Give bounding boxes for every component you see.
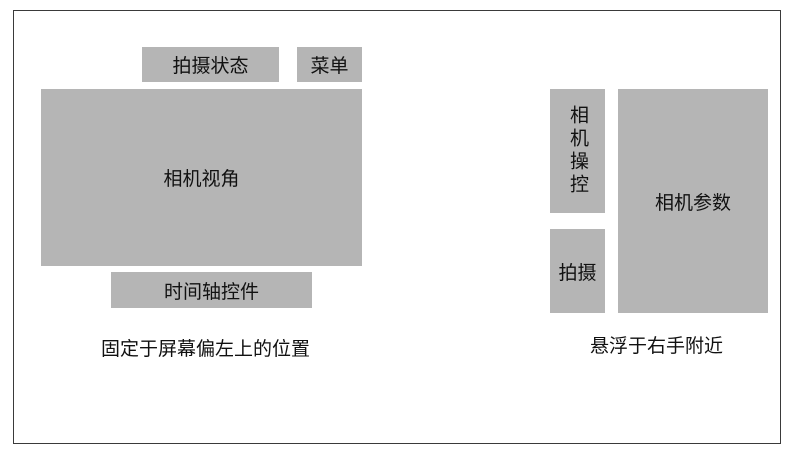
shoot-box: 拍摄 <box>550 229 605 313</box>
timeline-control-label: 时间轴控件 <box>163 280 259 303</box>
camera-control-box: 相机操控 <box>550 89 605 213</box>
shooting-status-box: 拍摄状态 <box>142 47 279 82</box>
camera-view-box: 相机视角 <box>41 89 362 266</box>
menu-label: 菜单 <box>310 55 349 77</box>
left-group-caption: 固定于屏幕偏左上的位置 <box>101 338 311 360</box>
camera-view-label: 相机视角 <box>163 168 240 190</box>
timeline-control-box: 时间轴控件 <box>111 272 312 308</box>
right-group-caption: 悬浮于右手附近 <box>590 335 724 357</box>
camera-parameters-box: 相机参数 <box>618 89 768 313</box>
camera-parameters-label: 相机参数 <box>654 191 731 214</box>
shoot-label: 拍摄 <box>558 261 597 284</box>
camera-control-label: 相机操控 <box>567 105 589 197</box>
menu-box: 菜单 <box>297 47 362 82</box>
shooting-status-label: 拍摄状态 <box>172 55 249 77</box>
